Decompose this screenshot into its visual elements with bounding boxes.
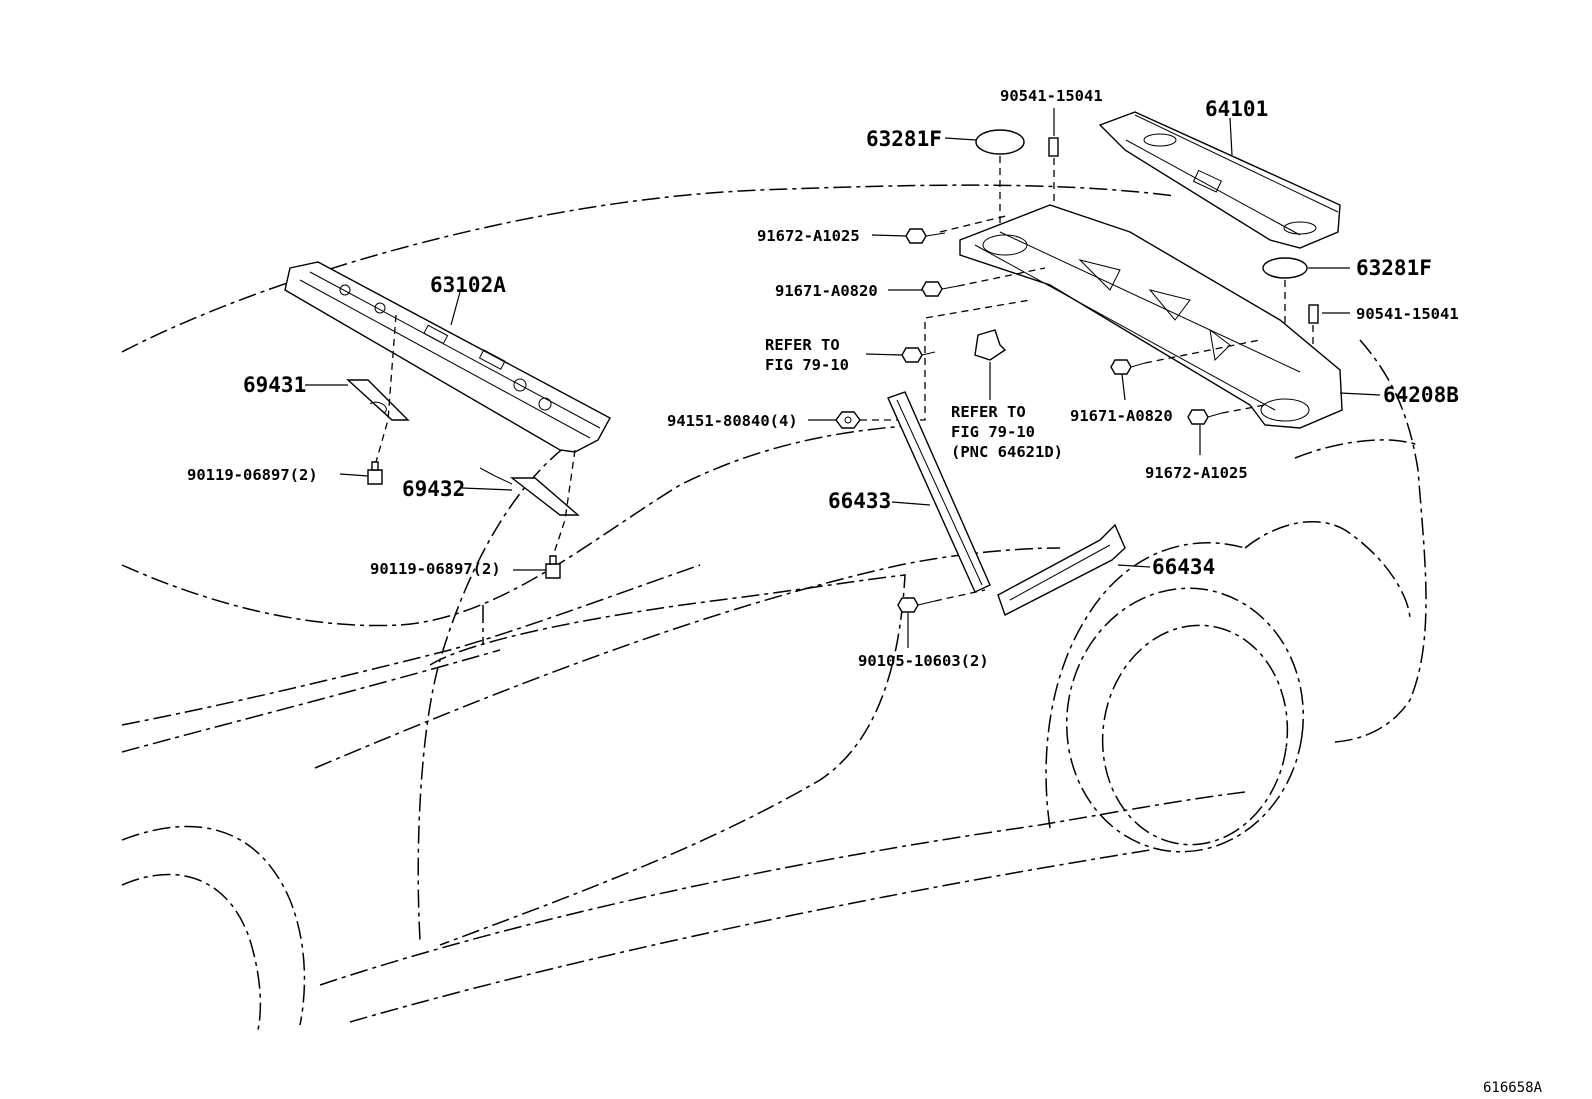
label-91672-b[interactable]: 91672-A1025 <box>1145 464 1248 482</box>
figure-id: 616658A <box>1483 1080 1543 1096</box>
bolt-91671-a <box>888 267 1046 297</box>
label-90119-a[interactable]: 90119-06897(2) <box>187 466 318 484</box>
part-labels: 63102A 69431 90119-06897(2) 69432 90119-… <box>187 87 1543 1096</box>
clip-90119-a <box>339 461 383 485</box>
clip-90119-b <box>513 555 561 579</box>
label-66433[interactable]: 66433 <box>828 489 891 513</box>
label-91672-a[interactable]: 91672-A1025 <box>757 227 860 245</box>
car-body-outline <box>121 184 1427 1031</box>
label-90541-b[interactable]: 90541-15041 <box>1356 305 1459 323</box>
label-69431[interactable]: 69431 <box>243 373 306 397</box>
label-refer-1-line-1[interactable]: REFER TO <box>765 336 840 354</box>
label-69432[interactable]: 69432 <box>402 477 465 501</box>
label-63281f-a[interactable]: 63281F <box>866 127 942 151</box>
label-90119-b[interactable]: 90119-06897(2) <box>370 560 501 578</box>
label-63102a[interactable]: 63102A <box>430 273 506 297</box>
part-refer-pnc-64621d <box>974 329 1007 400</box>
label-refer-2-line-1[interactable]: REFER TO <box>951 403 1026 421</box>
bolt-refer-fig-79-10 <box>865 347 936 363</box>
nut-94151 <box>808 299 1031 429</box>
label-66434[interactable]: 66434 <box>1152 555 1215 579</box>
part-66433-brace <box>887 391 991 593</box>
bolt-91671-b <box>1110 339 1261 401</box>
part-69431-bracket <box>305 379 410 421</box>
label-refer-1-line-2[interactable]: FIG 79-10 <box>765 356 849 374</box>
bolt-90105 <box>897 589 986 648</box>
bolt-91672-a <box>871 214 1011 244</box>
part-90541-stud-a <box>1048 108 1059 210</box>
label-refer-2-line-2[interactable]: FIG 79-10 <box>951 423 1035 441</box>
part-63281f-cap-b <box>1262 257 1350 380</box>
label-90105[interactable]: 90105-10603(2) <box>858 652 989 670</box>
bolt-91672-b <box>1187 404 1266 455</box>
part-66434-bracket <box>997 523 1151 616</box>
label-63281f-b[interactable]: 63281F <box>1356 256 1432 280</box>
part-64101-reinforcement <box>1098 111 1341 249</box>
label-64208b[interactable]: 64208B <box>1383 383 1459 407</box>
label-91671-b[interactable]: 91671-A0820 <box>1070 407 1173 425</box>
part-69432-bracket <box>461 467 580 516</box>
label-94151[interactable]: 94151-80840(4) <box>667 412 798 430</box>
part-63102a-header-panel <box>284 261 611 453</box>
label-90541-a[interactable]: 90541-15041 <box>1000 87 1103 105</box>
label-64101[interactable]: 64101 <box>1205 97 1268 121</box>
label-refer-2-line-3[interactable]: (PNC 64621D) <box>951 443 1063 461</box>
part-64208b-package-tray <box>959 204 1381 429</box>
label-91671-a[interactable]: 91671-A0820 <box>775 282 878 300</box>
